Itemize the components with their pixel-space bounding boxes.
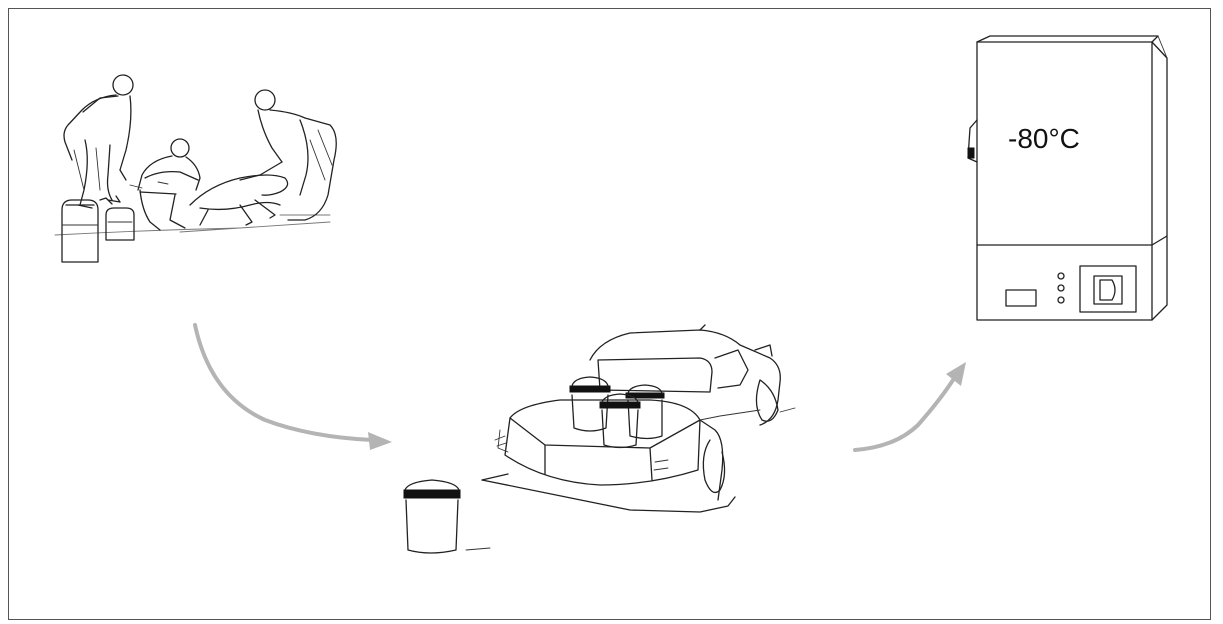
field-worker-kneeling [130,139,200,230]
freezer-temperature-label: -80°C [1008,123,1080,154]
sample-containers-in-truck [570,377,664,448]
flow-arrow-truck-to-freezer [855,362,966,450]
sample-container-ground [404,480,490,553]
ultra-low-freezer-illustration [968,36,1167,320]
field-worker-left [64,75,133,208]
pickup-truck-illustration [482,325,795,512]
flow-arrow-field-to-truck [195,325,392,450]
sample-containers-field [62,196,134,262]
field-sampling-illustration [55,75,336,262]
field-worker-right [240,90,336,220]
animal-illustration [190,175,288,225]
